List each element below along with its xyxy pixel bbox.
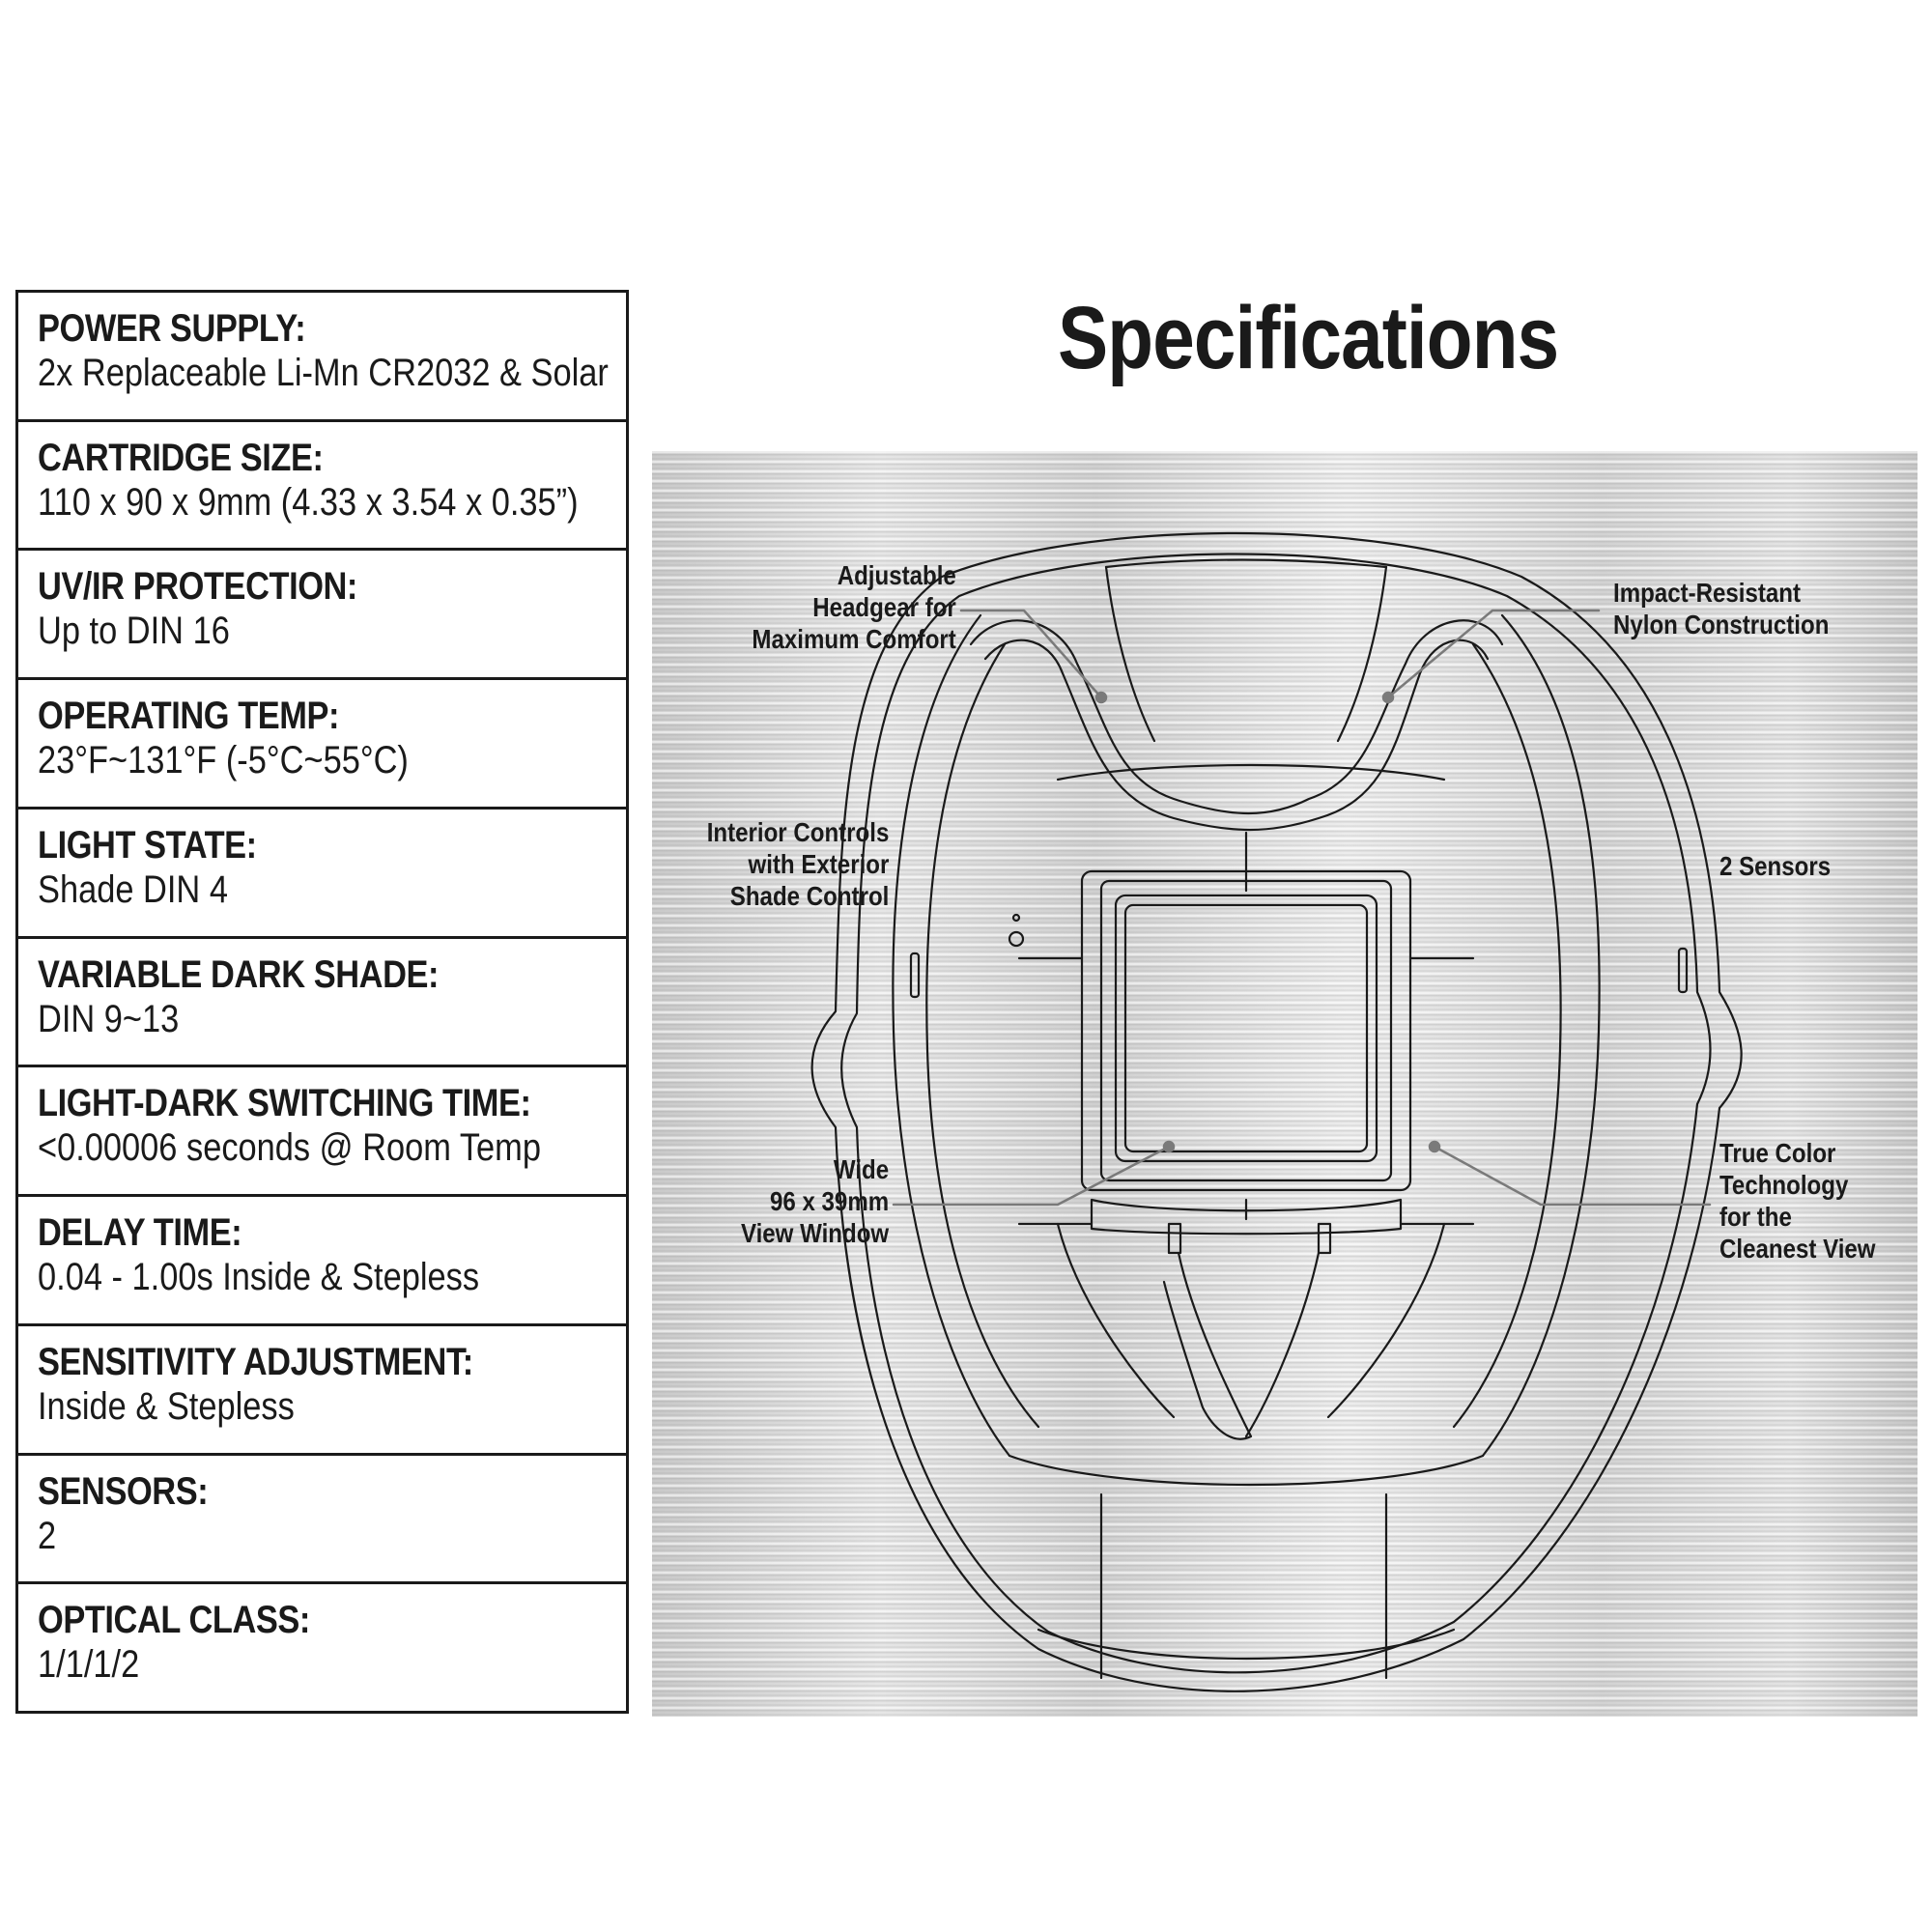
- spec-row-power-supply: POWER SUPPLY: 2x Replaceable Li-Mn CR203…: [18, 293, 626, 422]
- leader-dot-headgear: [1094, 691, 1108, 704]
- spec-value: 23°F~131°F (-5°C~55°C): [38, 739, 409, 782]
- helmet-shell-inner-line: [840, 553, 1712, 1674]
- chin-left-curve: [1056, 1222, 1176, 1419]
- callout-headgear: Adjustable Headgear for Maximum Comfort: [752, 560, 956, 654]
- crown-panel-right: [1336, 565, 1388, 743]
- spec-label: OPERATING TEMP:: [38, 695, 340, 738]
- spec-value: <0.00006 seconds @ Room Temp: [38, 1126, 541, 1170]
- spec-value: 1/1/1/2: [38, 1643, 140, 1687]
- crown-center-line: [1104, 558, 1388, 569]
- spec-label: POWER SUPPLY:: [38, 307, 306, 350]
- cartridge-frame-mid: [1099, 879, 1393, 1182]
- crown-panel-left: [1104, 565, 1156, 743]
- cartridge-bottom-bracket: [1090, 1198, 1403, 1236]
- spec-row-light-state: LIGHT STATE: Shade DIN 4: [18, 810, 626, 939]
- chin-panel: [1099, 1492, 1388, 1680]
- spec-value: 0.04 - 1.00s Inside & Stepless: [38, 1256, 480, 1299]
- shade-control-knob-icon: [1008, 930, 1025, 948]
- helmet-diagram: [810, 531, 1743, 1692]
- spec-label: SENSITIVITY ADJUSTMENT:: [38, 1340, 473, 1383]
- headgear-loop: [969, 619, 1504, 815]
- spec-row-delay-time: DELAY TIME: 0.04 - 1.00s Inside & Steple…: [18, 1197, 626, 1326]
- left-sensor-slot: [909, 952, 921, 999]
- leader-true-color: [1433, 1145, 1712, 1207]
- right-sensor-slot: [1677, 947, 1689, 994]
- shade-control-dot-icon: [1011, 913, 1021, 923]
- spec-label: UV/IR PROTECTION:: [38, 565, 357, 609]
- view-window: [1114, 894, 1378, 1163]
- helmet-diagram-panel: Adjustable Headgear for Maximum Comfort …: [652, 451, 1918, 1717]
- helmet-left-contour: [892, 613, 1011, 1458]
- spec-value: 110 x 90 x 9mm (4.33 x 3.54 x 0.35”): [38, 480, 579, 524]
- spec-label: SENSORS:: [38, 1469, 209, 1513]
- leader-headgear: [959, 609, 1103, 699]
- spec-value: DIN 9~13: [38, 997, 180, 1040]
- leader-window: [892, 1145, 1171, 1207]
- callout-window: Wide 96 x 39mm View Window: [740, 1154, 889, 1248]
- callout-true-color: True Color Technology for the Cleanest V…: [1719, 1138, 1876, 1264]
- right-clip: [1317, 1222, 1332, 1255]
- spec-label: CARTRIDGE SIZE:: [38, 436, 324, 479]
- leader-dot-nylon: [1381, 691, 1395, 704]
- headgear-loop-inner: [983, 639, 1490, 832]
- helmet-outer-shell: [810, 531, 1743, 1692]
- view-window-inner: [1123, 903, 1369, 1153]
- helmet-left-contour-2: [925, 642, 1040, 1429]
- callout-sensors: 2 Sensors: [1719, 851, 1832, 881]
- spec-value: 2: [38, 1514, 57, 1557]
- callout-nylon: Impact-Resistant Nylon Construction: [1613, 578, 1830, 639]
- leader-dot-true-color: [1428, 1140, 1441, 1153]
- leader-nylon: [1386, 609, 1601, 699]
- chin-bottom-curve: [1037, 1628, 1456, 1661]
- cartridge-frame-outer: [1080, 869, 1412, 1192]
- page-title: Specifications: [1058, 289, 1559, 387]
- helmet-right-contour: [1481, 613, 1601, 1458]
- spec-value: 2x Replaceable Li-Mn CR2032 & Solar: [38, 352, 609, 394]
- spec-label: LIGHT STATE:: [38, 823, 257, 867]
- spec-label: OPTICAL CLASS:: [38, 1599, 310, 1642]
- spec-label: LIGHT-DARK SWITCHING TIME:: [38, 1082, 531, 1125]
- spec-label: DELAY TIME:: [38, 1211, 242, 1255]
- forehead-line: [1056, 763, 1446, 781]
- spec-value: Inside & Stepless: [38, 1384, 295, 1428]
- chin-right-fin: [1244, 1251, 1321, 1438]
- spec-table: POWER SUPPLY: 2x Replaceable Li-Mn CR203…: [15, 290, 629, 1714]
- spec-value: Shade DIN 4: [38, 867, 228, 911]
- jaw-line: [1008, 1454, 1485, 1487]
- helmet-right-contour-2: [1452, 642, 1562, 1429]
- spec-row-uv-ir-protection: UV/IR PROTECTION: Up to DIN 16: [18, 551, 626, 681]
- spec-row-switching-time: LIGHT-DARK SWITCHING TIME: <0.00006 seco…: [18, 1067, 626, 1198]
- spec-row-optical-class: OPTICAL CLASS: 1/1/1/2: [18, 1584, 626, 1711]
- chin-right-curve: [1326, 1222, 1446, 1419]
- spec-row-operating-temp: OPERATING TEMP: 23°F~131°F (-5°C~55°C): [18, 680, 626, 810]
- callout-controls: Interior Controls with Exterior Shade Co…: [706, 817, 889, 911]
- spec-row-sensitivity: SENSITIVITY ADJUSTMENT: Inside & Steples…: [18, 1326, 626, 1456]
- chin-left-fin: [1162, 1251, 1253, 1440]
- spec-label: VARIABLE DARK SHADE:: [38, 952, 440, 996]
- leader-dot-window: [1162, 1140, 1176, 1153]
- spec-value: Up to DIN 16: [38, 610, 230, 653]
- spec-row-sensors: SENSORS: 2: [18, 1456, 626, 1585]
- spec-row-cartridge-size: CARTRIDGE SIZE: 110 x 90 x 9mm (4.33 x 3…: [18, 422, 626, 552]
- spec-row-variable-dark-shade: VARIABLE DARK SHADE: DIN 9~13: [18, 939, 626, 1068]
- left-clip: [1167, 1222, 1182, 1255]
